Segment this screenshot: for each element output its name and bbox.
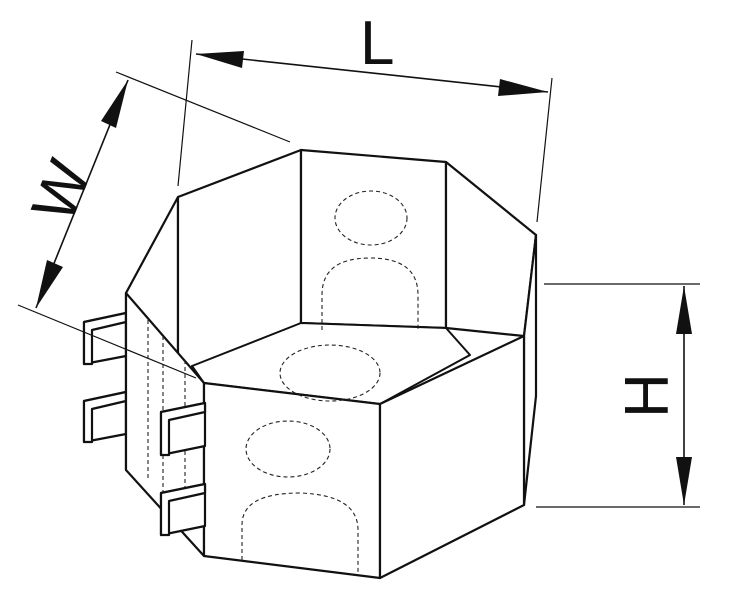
wall-right-rear	[444, 160, 538, 338]
extension-line-bottom	[17, 304, 197, 379]
height-label: H	[613, 373, 682, 418]
extension-line-right	[536, 77, 553, 223]
knockout-round-front	[245, 420, 331, 478]
width-label: W	[19, 151, 105, 232]
wall-front-right	[378, 334, 526, 580]
dimension-height: H	[536, 283, 700, 508]
knockout-round-rear	[334, 190, 408, 246]
arrowhead-right	[498, 79, 548, 96]
knockout-arch-front	[241, 492, 359, 574]
arrowhead-upper	[676, 286, 692, 334]
arrowhead-bottom	[36, 260, 63, 308]
arrowhead-top	[101, 80, 128, 128]
dimension-length: L	[177, 9, 553, 223]
length-label: L	[360, 9, 394, 78]
mounting-tabs-back	[82, 311, 128, 444]
wall-front	[202, 381, 382, 580]
extension-line-top	[115, 71, 291, 143]
arrowhead-left	[196, 51, 244, 68]
wall-rear-inner	[299, 148, 448, 330]
mounting-tabs-front	[159, 401, 207, 537]
knockout-round-floor	[279, 344, 381, 402]
arrowhead-lower	[676, 457, 692, 505]
tab-front-upper-edge	[159, 401, 207, 457]
knockout-arch-rear	[321, 257, 419, 330]
tab-front-lower-edge	[159, 482, 207, 537]
extension-line-left	[177, 39, 193, 187]
dimension-line-length	[195, 53, 549, 93]
